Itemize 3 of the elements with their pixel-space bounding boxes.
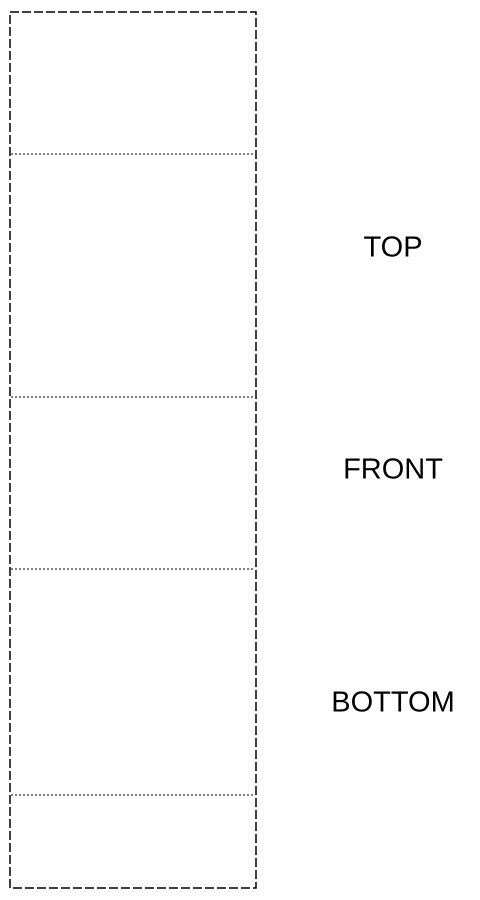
panel-label: FRONT	[342, 456, 444, 484]
panel-label: TOP	[362, 234, 424, 262]
panel-label: BOTTOM	[330, 688, 456, 718]
